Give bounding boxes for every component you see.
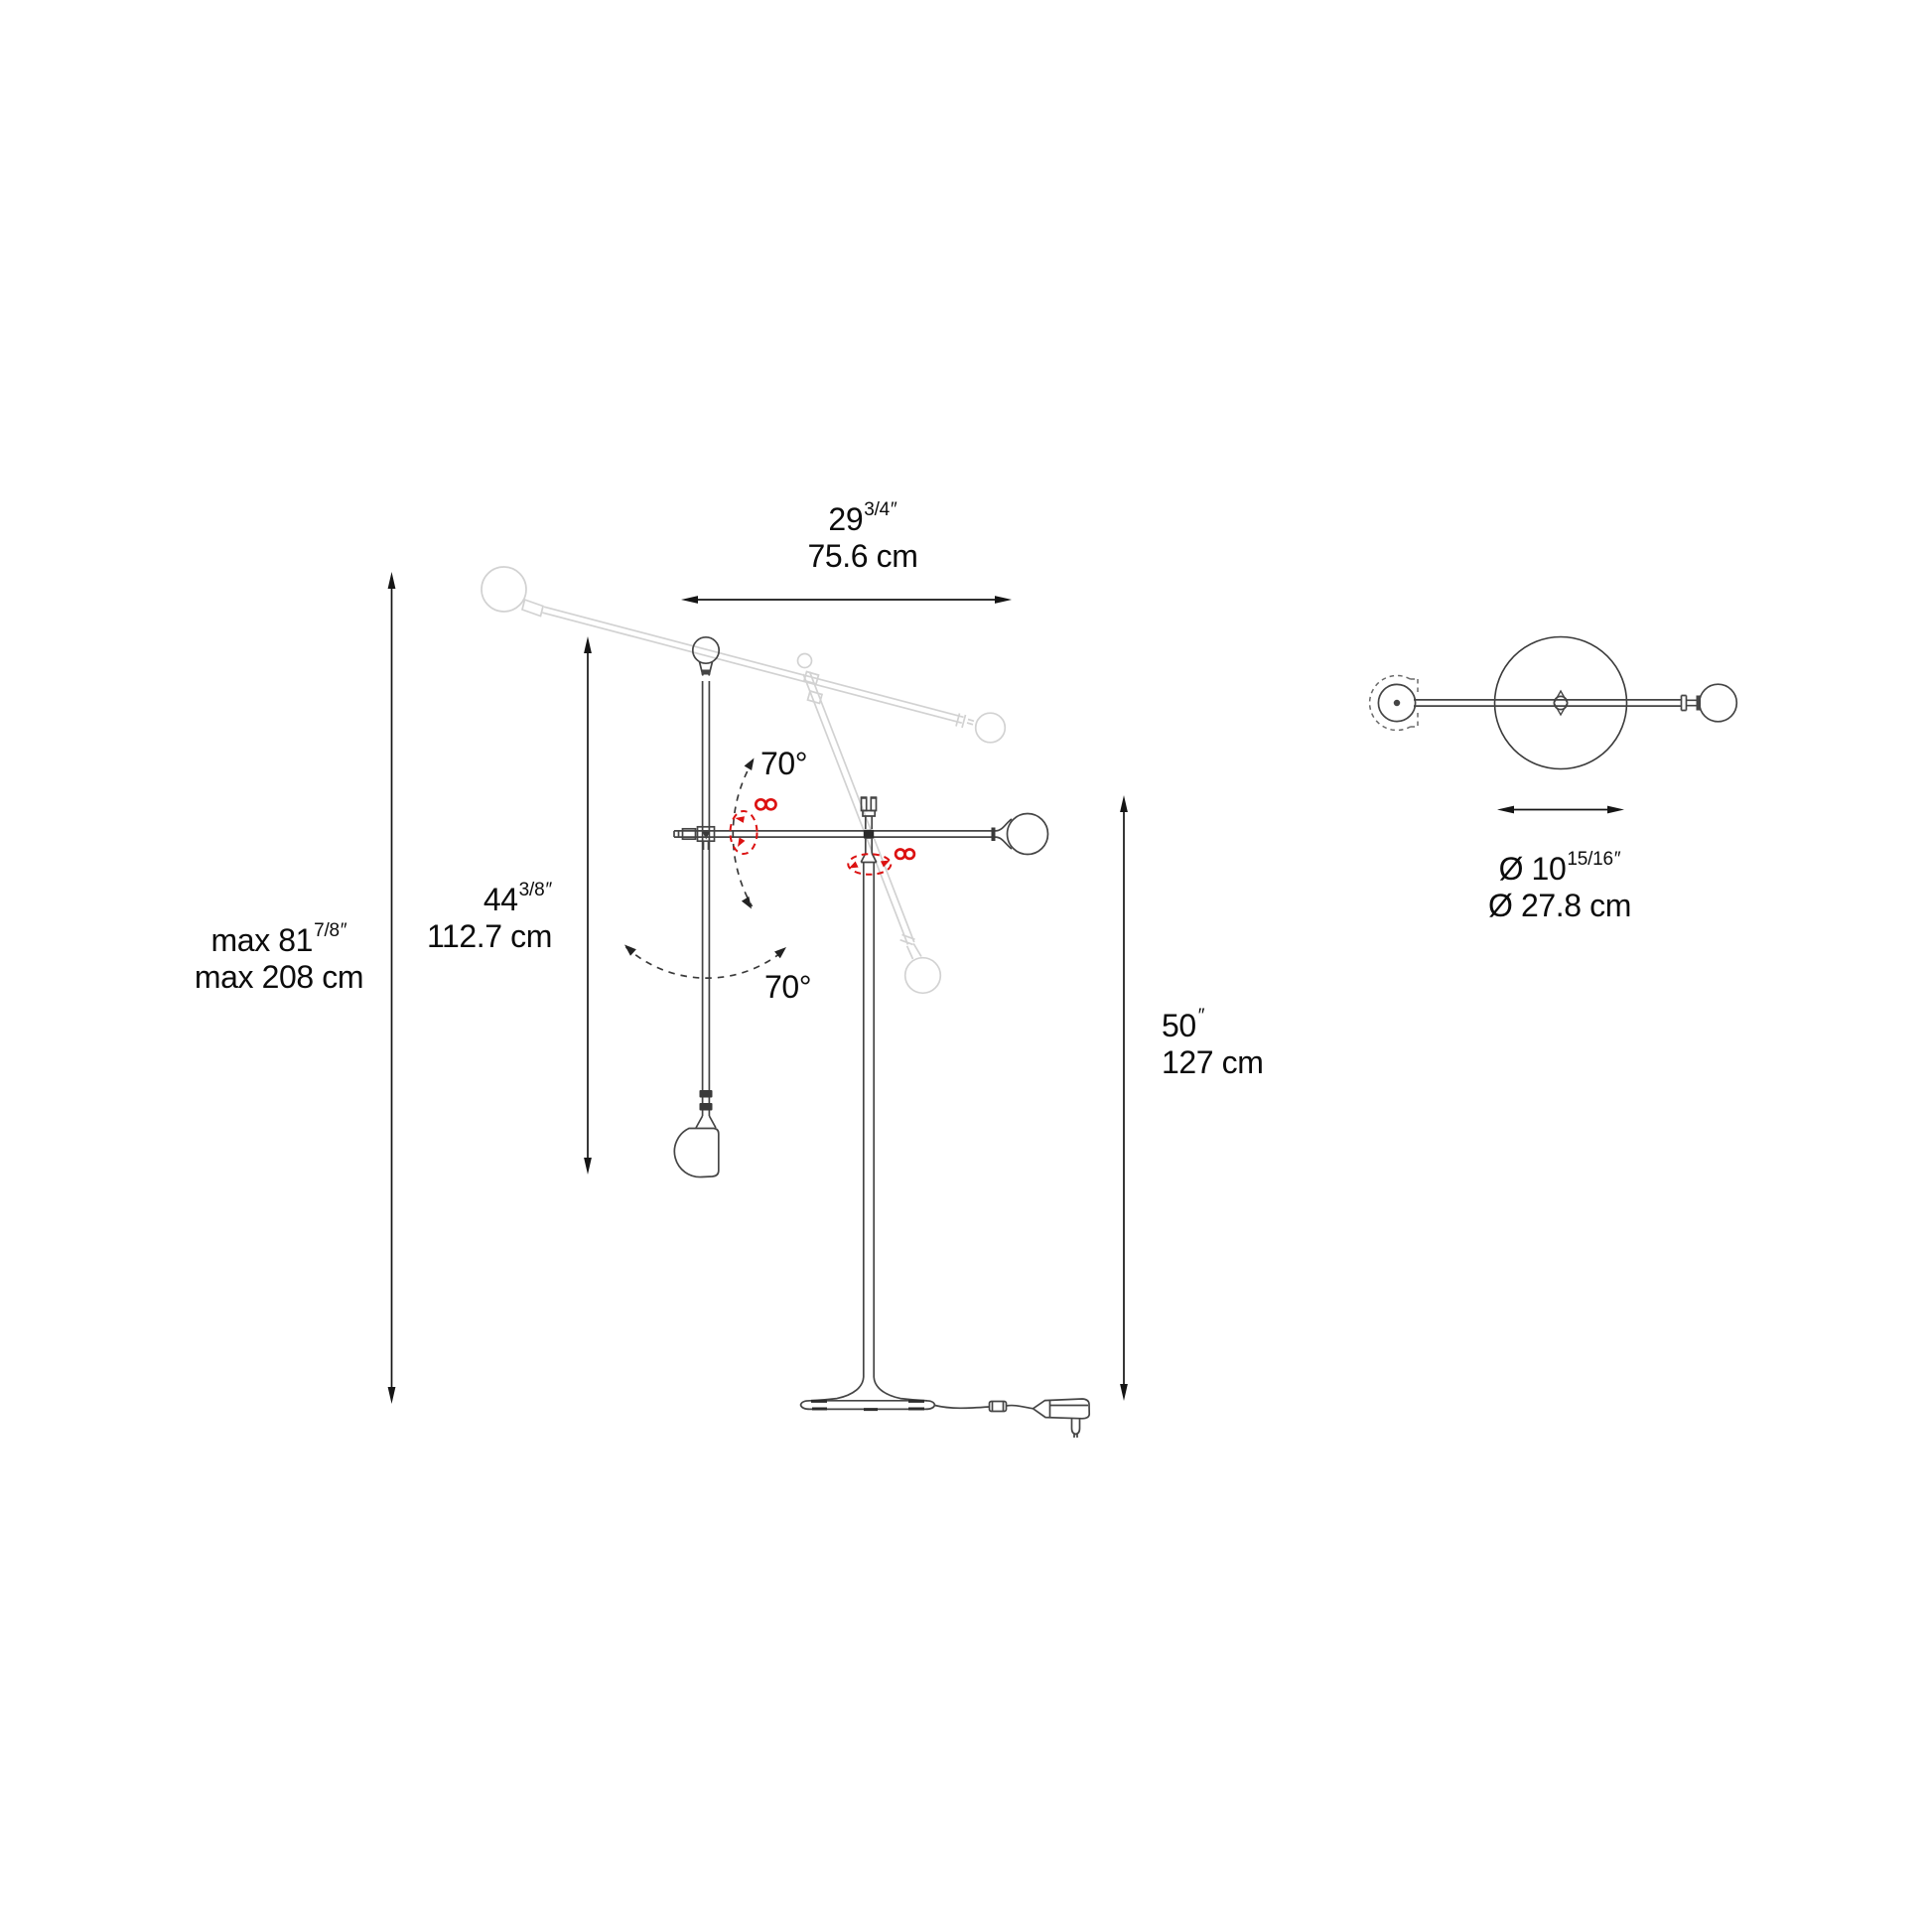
ghost-lamp-head [481, 566, 527, 613]
rod-arm-clamp [681, 827, 697, 841]
infinity-rotation-icon [894, 848, 916, 861]
counterweight-top-view-dashed [1368, 674, 1419, 732]
dim-label-arm-length: 293/4″ 75.6 cm [807, 491, 917, 575]
rotation-indicators [729, 797, 916, 876]
dim-label-pole-height: 50″ 127 cm [1162, 998, 1264, 1081]
lamp-top-view [1368, 635, 1738, 770]
dim-pole-imperial: 50″ [1162, 1006, 1205, 1043]
counterweight-rod [701, 681, 711, 1116]
dim-label-rod-height: 443/8″ 112.7 cm [427, 872, 552, 955]
tilt-arcs [624, 759, 786, 979]
dim-arm-metric: 75.6 cm [807, 538, 918, 574]
horizontal-arm [673, 830, 994, 838]
arm-top-view [1414, 699, 1682, 707]
angle-label-upper: 70° [760, 746, 808, 781]
rotation-ellipse-pole [847, 853, 893, 876]
ghost-rod-top [796, 652, 813, 669]
counterweight [673, 1127, 720, 1178]
rotation-ellipse-arm [729, 810, 759, 855]
angle-label-lower: 70° [764, 969, 812, 1005]
dim-diameter-imperial: Ø 1015/16″ [1498, 849, 1621, 887]
lamp-front-view [673, 635, 1091, 1438]
dim-arm-imperial: 293/4″ [828, 499, 897, 537]
dim-pole-metric: 127 cm [1162, 1044, 1264, 1080]
dim-rod-imperial: 443/8″ [483, 880, 552, 917]
pole [862, 862, 876, 1377]
dim-label-max-height: max 817/8″ max 208 cm [194, 912, 364, 996]
dim-max-imperial: max 817/8″ [210, 920, 347, 958]
power-plug [1032, 1398, 1091, 1420]
bulb-top-view [1698, 683, 1738, 723]
ghost-rod [802, 671, 915, 945]
dim-diameter-metric: Ø 27.8 cm [1487, 888, 1632, 923]
ghost-arm [542, 606, 964, 725]
dim-rod-metric: 112.7 cm [426, 918, 552, 954]
rod-top-bulb [691, 635, 721, 665]
tilt-arc-arrowheads [621, 756, 789, 959]
dimension-lines [390, 587, 1610, 1389]
head-top-view [1377, 683, 1417, 723]
infinity-rotation-icon [754, 797, 777, 811]
dim-max-metric: max 208 cm [194, 959, 364, 995]
base-plate [799, 1399, 936, 1411]
lamp-head [1006, 812, 1049, 856]
dim-label-base-diameter: Ø 1015/16″ Ø 27.8 cm [1488, 841, 1631, 924]
base-plate-top-view [1493, 635, 1628, 770]
ghost-bulb [974, 712, 1007, 744]
tilt-arc-lower [624, 946, 786, 979]
power-cord [934, 1398, 1091, 1438]
ghost-counterweight [903, 956, 942, 995]
lamp-ghost-position [481, 566, 1007, 995]
dimension-arrowheads [387, 572, 1624, 1404]
tilt-arc-upper [732, 759, 755, 907]
ghost-head-joint [520, 598, 545, 618]
